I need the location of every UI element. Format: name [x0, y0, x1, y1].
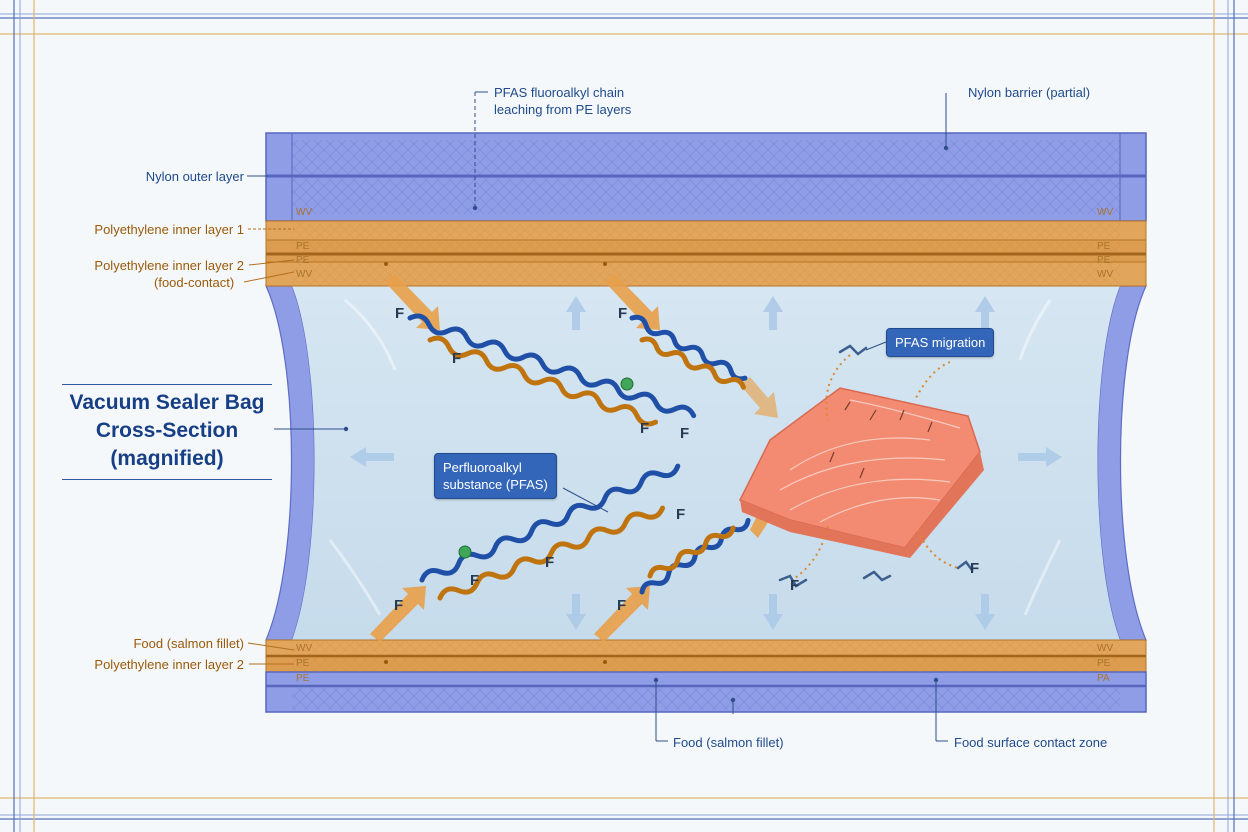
- leader-lines-orange: [243, 228, 295, 665]
- pfas-chain-blue-2: [629, 314, 748, 382]
- fluorine-label: F: [790, 577, 800, 594]
- pfas-chain-orange-3: [437, 505, 666, 601]
- page-title: Vacuum Sealer Bag Cross-Section (magnifi…: [62, 384, 272, 480]
- migration-paths: [794, 354, 959, 579]
- label-nylon-barrier: Nylon barrier (partial): [968, 85, 1091, 100]
- vacuum-arrows: [350, 296, 1062, 630]
- pfas-molecules: [778, 344, 974, 588]
- pfas-chain-orange-4: [647, 525, 736, 579]
- pfas-chain-orange-2: [639, 336, 747, 390]
- label-pe-inner-layer-1: Polyethylene inner layer 1: [94, 222, 244, 237]
- layer-mark-w: WV: [1097, 643, 1114, 654]
- label-food-left: Food (salmon fillet): [133, 636, 244, 651]
- layer-mark-w: WV: [296, 269, 313, 280]
- fluorine-atom-marker: [458, 545, 472, 559]
- fluorine-label: F: [452, 350, 462, 367]
- leader-dots: [343, 145, 949, 703]
- layer-mark-w: WV: [296, 643, 313, 654]
- pfas-chain-blue-4: [639, 517, 751, 595]
- pfas-chain-orange-1: [427, 335, 659, 427]
- layer-mark-pe: PE: [1097, 658, 1111, 669]
- callout-pfas-substance-line2: substance (PFAS): [443, 477, 548, 492]
- fluorine-label: F: [680, 425, 690, 442]
- label-pe-inner-layer-2-bottom: Polyethylene inner layer 2: [94, 657, 244, 672]
- layer-mark-pe: PE: [296, 673, 310, 684]
- migration-arrows: [370, 274, 778, 642]
- salmon-fillet: [738, 387, 984, 558]
- fluorine-label: F: [618, 305, 628, 322]
- pfas-chain-blue-1: [407, 313, 697, 419]
- callout-pfas-substance-line1: Perfluoroalkyl: [443, 460, 522, 475]
- layer-mark-pe: PE: [296, 255, 310, 266]
- fluorine-label: F: [676, 506, 686, 523]
- label-nylon-outer-layer: Nylon outer layer: [145, 169, 244, 184]
- fluorine-label: F: [970, 560, 980, 577]
- layer-mark-w: WV: [1097, 207, 1114, 218]
- layer-mark-pa: PA: [1097, 673, 1110, 684]
- layer-mark-pe: PE: [296, 241, 310, 252]
- interior-highlights: [328, 298, 1062, 616]
- callout-pfas-migration: PFAS migration: [886, 328, 995, 357]
- layer-mark-pe: PE: [1097, 255, 1111, 266]
- layer-mark-w: WV: [1097, 269, 1114, 280]
- label-food-bottom: Food (salmon fillet): [673, 735, 784, 750]
- fluorine-label: F: [640, 420, 650, 437]
- leader-lines: [247, 93, 948, 742]
- label-pfas-chain-line1: PFAS fluoroalkyl chain: [494, 85, 625, 100]
- fluorine-label: F: [470, 572, 480, 589]
- fluorine-label: F: [395, 305, 405, 322]
- callout-pfas-substance: Perfluoroalkyl substance (PFAS): [434, 453, 557, 499]
- fluorine-label: F: [545, 554, 555, 571]
- fluorine-label: F: [617, 597, 627, 614]
- fluorine-label: F: [394, 597, 404, 614]
- label-food-contact: (food-contact): [154, 275, 235, 290]
- layer-mark-pe: PE: [296, 658, 310, 669]
- fluorine-atom-marker: [620, 377, 634, 391]
- label-pfas-chain-line2: leaching from PE layers: [494, 102, 632, 117]
- label-food-surface-contact-zone: Food surface contact zone: [954, 735, 1108, 750]
- layer-mark-pe: PE: [1097, 241, 1111, 252]
- label-pe-inner-layer-2-top: Polyethylene inner layer 2: [94, 258, 244, 273]
- layer-mark-w: WV: [296, 207, 313, 218]
